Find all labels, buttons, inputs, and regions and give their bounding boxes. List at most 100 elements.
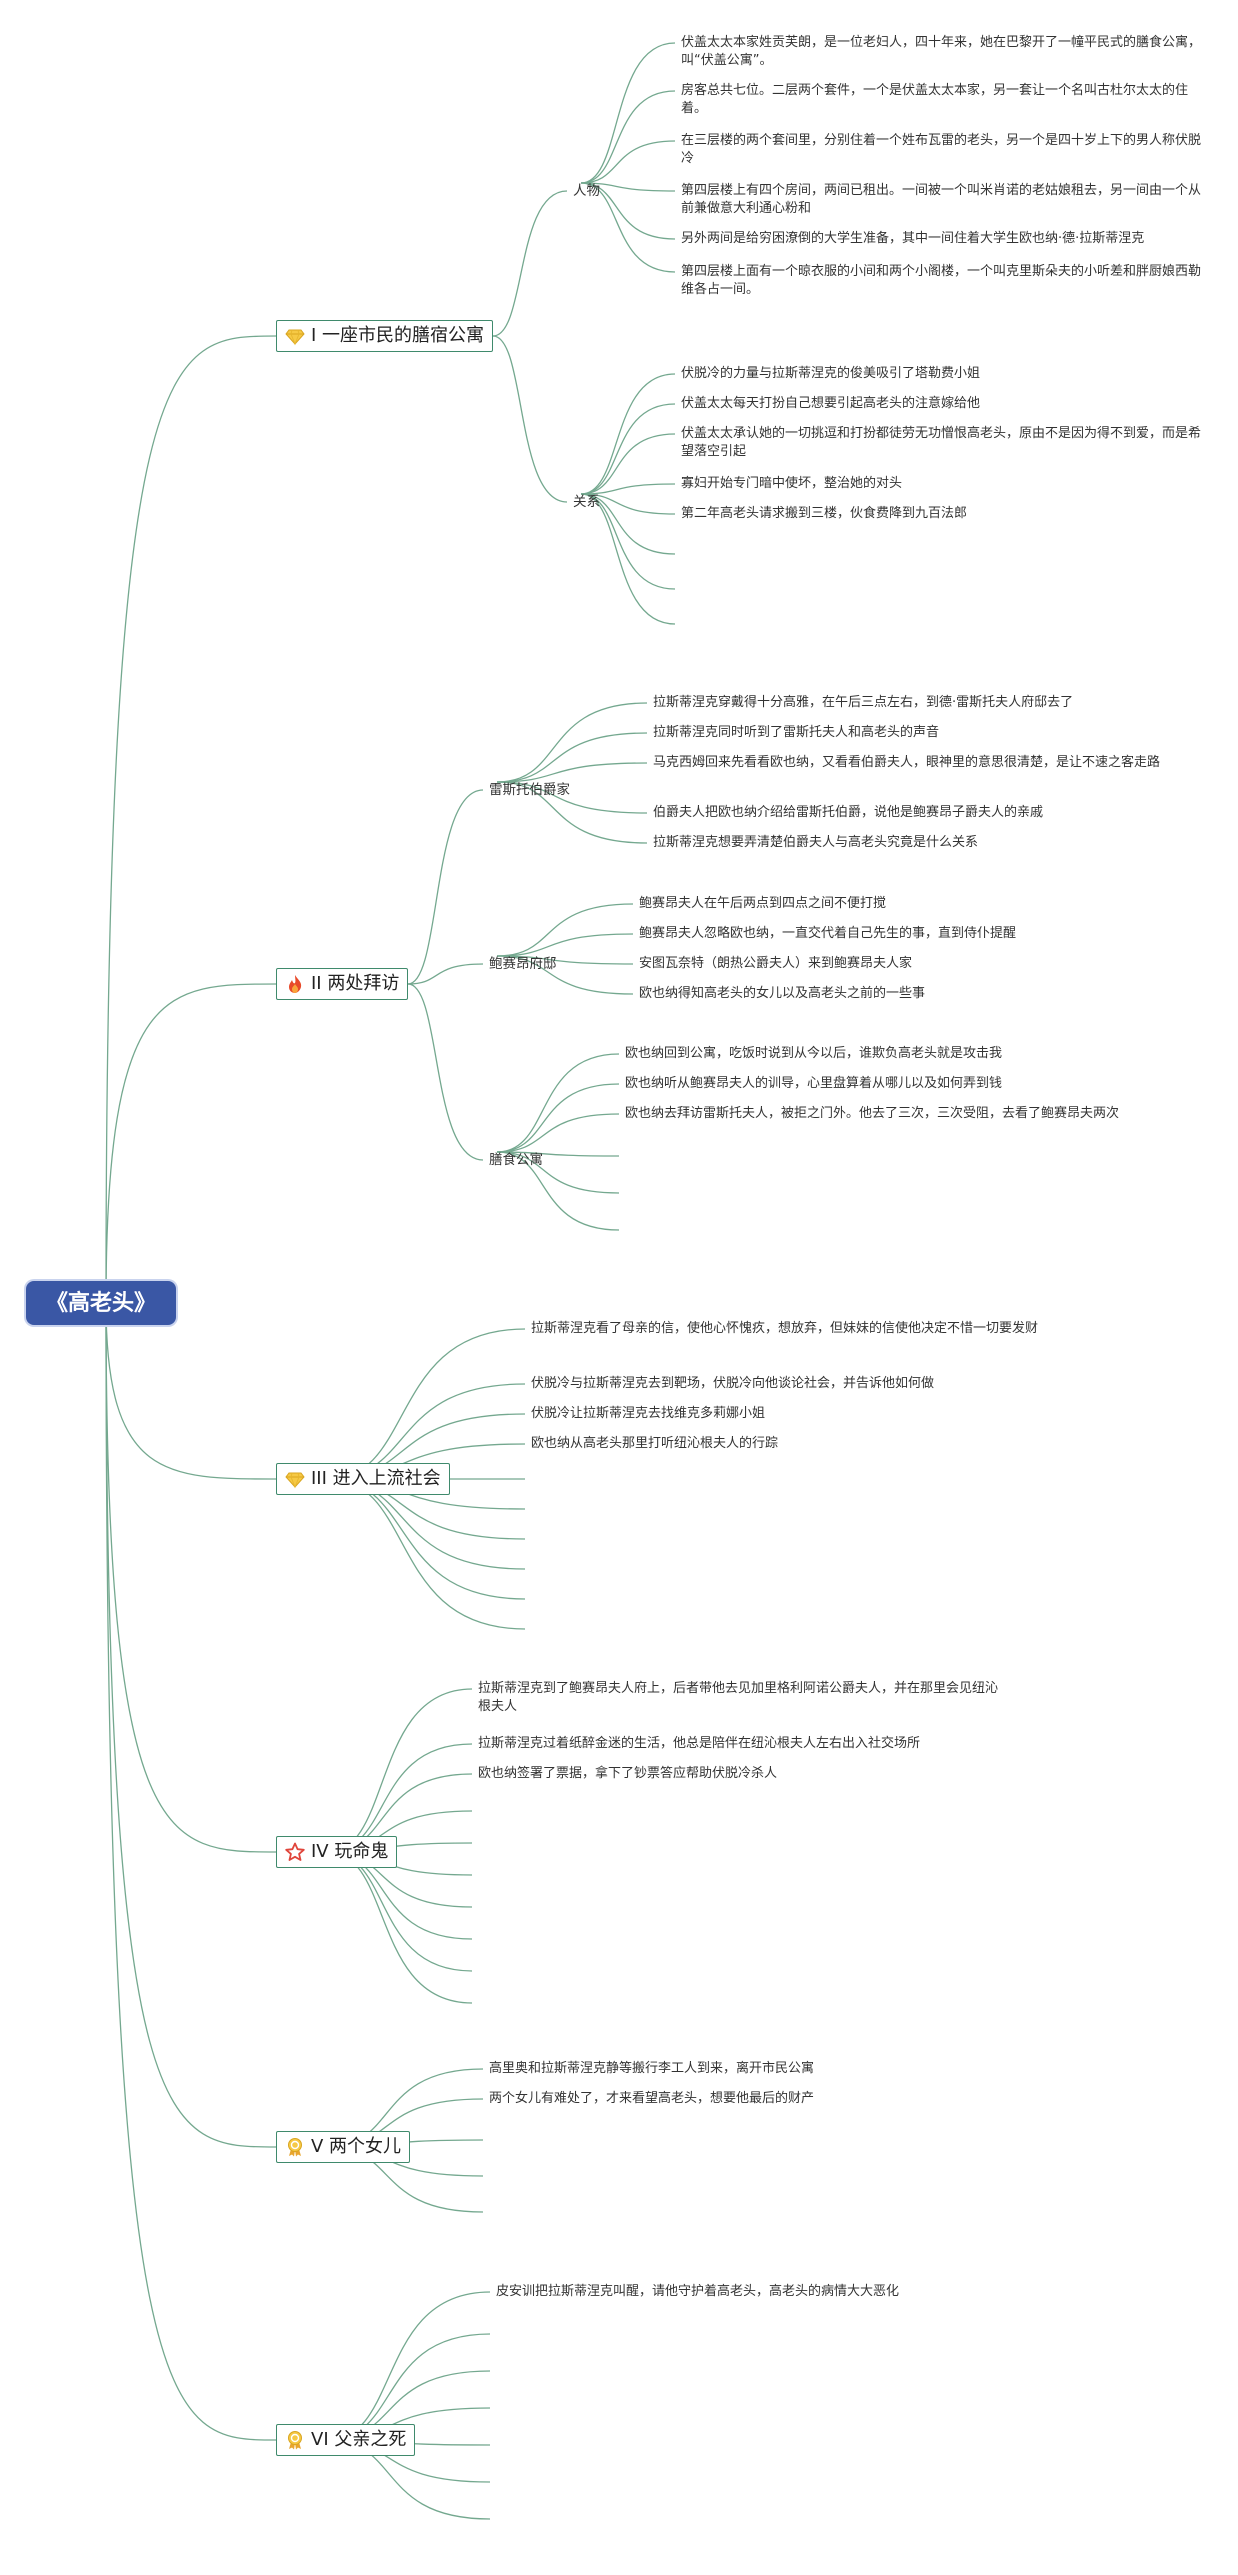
connector — [105, 1302, 277, 1853]
topic-label: I 一座市民的膳宿公寓 — [311, 325, 485, 346]
connector — [496, 1053, 620, 1153]
connector — [580, 433, 676, 495]
connector — [327, 1688, 473, 1853]
gem-icon — [285, 1469, 305, 1489]
leaf-node[interactable]: 欧也纳回到公寓，吃饭时说到从今以后，谁欺负高老头就是攻击我 — [625, 1046, 1003, 1061]
topic-label: VI 父亲之死 — [311, 2429, 407, 2450]
leaf-node[interactable]: 伏盖太太承认她的一切挑逗和打扮都徒劳无功憎恨高老头，原由不是因为得不到爱，而是希… — [681, 426, 1202, 459]
connector — [496, 1083, 620, 1153]
connector — [580, 90, 676, 184]
connector — [496, 955, 634, 965]
connector — [580, 182, 676, 273]
connector — [580, 373, 676, 495]
connector — [407, 963, 484, 985]
leaf-node[interactable]: 在三层楼的两个套间里，分别住着一个姓布瓦雷的老头，另一个是四十岁上下的男人称伏脱… — [681, 133, 1202, 166]
connector — [492, 335, 568, 503]
connector — [327, 1328, 526, 1480]
leaf-node[interactable]: 欧也纳从高老头那里打听纽沁根夫人的行踪 — [531, 1436, 779, 1451]
topic-two-daughters[interactable]: V 两个女儿 — [276, 2131, 411, 2163]
subtopic-beauseant-mansion[interactable]: 鲍赛昂府邸 — [489, 956, 557, 972]
leaf-node[interactable]: 欧也纳去拜访雷斯托夫人，被拒之门外。他去了三次，三次受阻，去看了鲍赛昂夫两次 — [625, 1106, 1120, 1121]
star-icon — [285, 1842, 305, 1862]
connector — [105, 1302, 277, 2441]
connector — [105, 335, 277, 1304]
leaf-node[interactable]: 拉斯蒂涅克看了母亲的信，使他心怀愧疚，想放弃，但妹妹的信使他决定不惜一切要发财 — [531, 1321, 1039, 1336]
connector — [327, 1478, 526, 1630]
connector — [496, 1151, 620, 1157]
award-icon — [285, 2137, 305, 2157]
topic-label: III 进入上流社会 — [311, 1468, 441, 1489]
leaf-node[interactable]: 拉斯蒂涅克同时听到了雷斯托夫人和高老头的声音 — [653, 725, 940, 740]
connector — [496, 903, 634, 957]
leaf-node[interactable]: 拉斯蒂涅克到了鲍赛昂夫人府上，后者带他去见加里格利阿诺公爵夫人，并在那里会见纽沁… — [478, 1681, 999, 1714]
connector — [580, 182, 676, 240]
leaf-node[interactable]: 伏脱冷的力量与拉斯蒂涅克的俊美吸引了塔勒费小姐 — [681, 366, 981, 381]
leaf-node[interactable]: 欧也纳签署了票据，拿下了钞票答应帮助伏脱冷杀人 — [478, 1766, 778, 1781]
connector — [496, 1151, 620, 1231]
subtopic-restaud-house[interactable]: 雷斯托伯爵家 — [489, 782, 570, 798]
leaf-node[interactable]: 高里奥和拉斯蒂涅克静等搬行李工人到来，离开市民公寓 — [489, 2061, 815, 2076]
leaf-node[interactable]: 两个女儿有难处了，才来看望高老头，想要他最后的财产 — [489, 2091, 815, 2106]
connector — [580, 493, 676, 515]
connector — [580, 493, 676, 555]
connector — [407, 983, 484, 1161]
leaf-node[interactable]: 伯爵夫人把欧也纳介绍给雷斯托伯爵，说他是鲍赛昂子爵夫人的亲戚 — [653, 805, 1044, 820]
leaf-node[interactable]: 伏脱冷让拉斯蒂涅克去找维克多莉娜小姐 — [531, 1406, 766, 1421]
connector — [105, 1302, 277, 1480]
leaf-node[interactable]: 第二年高老头请求搬到三楼，伙食费降到九百法郎 — [681, 506, 968, 521]
central-topic[interactable]: 《高老头》 — [26, 1281, 176, 1325]
leaf-node[interactable]: 欧也纳得知高老头的女儿以及高老头之前的一些事 — [639, 986, 926, 1001]
subtopic-characters[interactable]: 人物 — [573, 183, 600, 199]
topic-label: II 两处拜访 — [311, 973, 400, 994]
leaf-node[interactable]: 皮安训把拉斯蒂涅克叫醒，请他守护着高老头，高老头的病情大大恶化 — [496, 2284, 900, 2299]
award-icon — [285, 2430, 305, 2450]
connector — [105, 983, 277, 1304]
leaf-node[interactable]: 拉斯蒂涅克穿戴得十分高雅，在午后三点左右，到德·雷斯托夫人府邸去了 — [653, 695, 1074, 710]
connector — [496, 732, 648, 783]
topic-daredevil[interactable]: IV 玩命鬼 — [276, 1836, 398, 1868]
subtopic-boarding-house[interactable]: 膳食公寓 — [489, 1152, 543, 1168]
connector — [580, 493, 676, 590]
topic-fathers-death[interactable]: VI 父亲之死 — [276, 2424, 416, 2456]
fire-icon — [285, 974, 305, 994]
leaf-node[interactable]: 拉斯蒂涅克过着纸醉金迷的生活，他总是陪伴在纽沁根夫人左右出入社交场所 — [478, 1736, 921, 1751]
connector — [407, 789, 484, 985]
topic-two-visits[interactable]: II 两处拜访 — [276, 968, 409, 1000]
connector — [580, 140, 676, 184]
leaf-node[interactable]: 马克西姆回来先看看欧也纳，又看看伯爵夫人，眼神里的意思很清楚，是让不速之客走路 — [653, 755, 1161, 770]
connector — [496, 781, 648, 844]
connector — [580, 42, 676, 184]
leaf-node[interactable]: 伏脱冷与拉斯蒂涅克去到靶场，伏脱冷向他谈论社会，并告诉他如何做 — [531, 1376, 935, 1391]
leaf-node[interactable]: 鲍赛昂夫人忽略欧也纳，一直交代着自己先生的事，直到侍仆提醒 — [639, 926, 1017, 941]
connector — [580, 483, 676, 495]
leaf-node[interactable]: 伏盖太太每天打扮自己想要引起高老头的注意嫁给他 — [681, 396, 981, 411]
connector — [496, 955, 634, 995]
connector — [492, 190, 568, 337]
connector — [580, 403, 676, 495]
gem-icon — [285, 326, 305, 346]
leaf-node[interactable]: 第四层楼上有四个房间，两间已租出。一间被一个叫米肖诺的老姑娘租去，另一间由一个从… — [681, 183, 1202, 216]
topic-label: V 两个女儿 — [311, 2136, 402, 2157]
connector — [496, 781, 648, 814]
leaf-node[interactable]: 安图瓦奈特（朗热公爵夫人）来到鲍赛昂夫人家 — [639, 956, 913, 971]
leaf-node[interactable]: 鲍赛昂夫人在午后两点到四点之间不便打搅 — [639, 896, 887, 911]
connector — [496, 702, 648, 783]
topic-boarding-house[interactable]: I 一座市民的膳宿公寓 — [276, 320, 494, 352]
connector — [580, 493, 676, 625]
leaf-node[interactable]: 拉斯蒂涅克想要弄清楚伯爵夫人与高老头究竟是什么关系 — [653, 835, 979, 850]
connector — [327, 1478, 526, 1600]
connector — [496, 762, 648, 783]
topic-entering-society[interactable]: III 进入上流社会 — [276, 1463, 450, 1495]
connector — [105, 1302, 277, 2148]
leaf-node[interactable]: 伏盖太太本家姓贡芙朗，是一位老妇人，四十年来，她在巴黎开了一幢平民式的膳食公寓，… — [681, 35, 1202, 68]
connector — [580, 182, 676, 192]
connector — [496, 1113, 620, 1153]
leaf-node[interactable]: 欧也纳听从鲍赛昂夫人的训导，心里盘算着从哪儿以及如何弄到钱 — [625, 1076, 1003, 1091]
leaf-node[interactable]: 第四层楼上面有一个晾衣服的小间和两个小阁楼，一个叫克里斯朵夫的小听差和胖厨娘西勒… — [681, 264, 1202, 297]
leaf-node[interactable]: 另外两间是给穷困潦倒的大学生准备，其中一间住着大学生欧也纳·德·拉斯蒂涅克 — [681, 231, 1145, 246]
connector — [496, 933, 634, 957]
leaf-node[interactable]: 房客总共七位。二层两个套件，一个是伏盖太太本家，另一套让一个名叫古杜尔太太的住着… — [681, 83, 1189, 116]
leaf-node[interactable]: 寡妇开始专门暗中使坏，整治她的对头 — [681, 476, 903, 491]
subtopic-relations[interactable]: 关系 — [573, 494, 600, 510]
